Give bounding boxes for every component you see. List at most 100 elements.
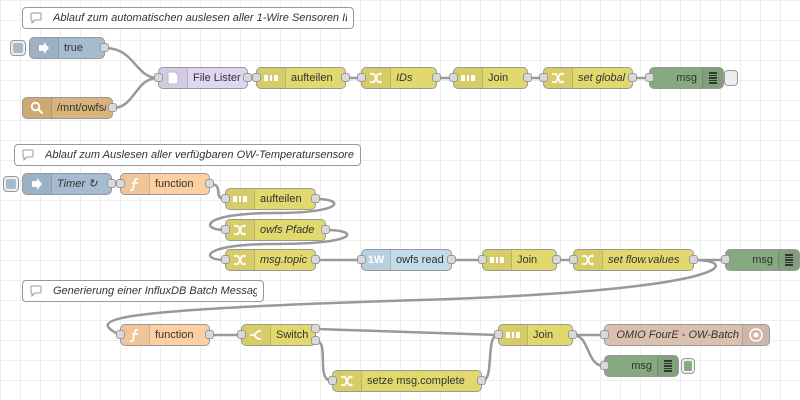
input-port[interactable] bbox=[449, 73, 458, 82]
change-node-owfs-pfade[interactable]: owfs Pfade bbox=[221, 219, 330, 241]
inject-node-timer[interactable]: Timer ↻ bbox=[22, 173, 116, 195]
input-port[interactable] bbox=[221, 225, 230, 234]
shuffle-icon bbox=[333, 371, 362, 391]
node-label: owfs read bbox=[396, 254, 444, 266]
file-icon bbox=[159, 68, 188, 88]
output-port[interactable] bbox=[107, 179, 116, 188]
input-port[interactable] bbox=[154, 73, 163, 82]
arrow-in-icon bbox=[23, 174, 52, 194]
comment-node[interactable]: Ablauf zum automatischen auslesen aller … bbox=[22, 7, 354, 29]
input-port[interactable] bbox=[116, 330, 125, 339]
function-node[interactable]: function bbox=[116, 324, 214, 346]
input-port[interactable] bbox=[645, 73, 654, 82]
node-label: Switch bbox=[276, 329, 309, 341]
node-label: Join bbox=[517, 254, 538, 266]
shuffle-icon bbox=[226, 220, 255, 240]
debug-toggle-button[interactable] bbox=[724, 70, 738, 86]
debug-node[interactable]: msg bbox=[721, 249, 800, 271]
output-port[interactable] bbox=[523, 73, 532, 82]
output-port[interactable] bbox=[341, 73, 350, 82]
output-port[interactable] bbox=[432, 73, 441, 82]
link-out-node[interactable]: OMIO FourE - OW-Batch bbox=[600, 324, 770, 346]
debug-toggle-button[interactable] bbox=[681, 358, 695, 374]
switch-icon bbox=[242, 325, 271, 345]
split-icon bbox=[257, 68, 286, 88]
inject-button[interactable] bbox=[10, 40, 26, 56]
join-node[interactable]: Join bbox=[449, 67, 532, 89]
search-node[interactable]: /mnt/owfs/ bbox=[22, 97, 117, 119]
input-port[interactable] bbox=[600, 361, 609, 370]
output-port[interactable] bbox=[311, 255, 320, 264]
change-node-setze-msg-complete[interactable]: setze msg.complete bbox=[328, 370, 486, 392]
change-node-set-flow-values[interactable]: set flow.values bbox=[569, 249, 698, 271]
input-port[interactable] bbox=[357, 255, 366, 264]
output-port[interactable] bbox=[477, 376, 486, 385]
list-icon bbox=[778, 250, 799, 270]
input-port[interactable] bbox=[252, 73, 261, 82]
comment-text: Ablauf zum Auslesen aller verfügbaren OW… bbox=[45, 149, 354, 161]
node-label: msg.topic bbox=[260, 254, 308, 266]
input-port[interactable] bbox=[237, 330, 246, 339]
node-label: aufteilen bbox=[291, 72, 333, 84]
function-icon bbox=[121, 325, 150, 345]
change-node-msg-topic[interactable]: msg.topic bbox=[221, 249, 320, 271]
split-node[interactable]: aufteilen bbox=[221, 188, 320, 210]
output-port-2[interactable] bbox=[311, 336, 320, 345]
node-label: Join bbox=[533, 329, 554, 341]
file-lister-node[interactable]: File Lister bbox=[154, 67, 252, 89]
inject-node-true[interactable]: true bbox=[29, 37, 109, 59]
change-node-ids[interactable]: IDs bbox=[357, 67, 441, 89]
switch-node[interactable]: Switch bbox=[237, 324, 320, 346]
output-port[interactable] bbox=[568, 330, 577, 339]
output-port[interactable] bbox=[205, 330, 214, 339]
comment-text: Ablauf zum automatischen auslesen aller … bbox=[53, 12, 347, 24]
inject-button[interactable] bbox=[3, 176, 19, 192]
output-port-1[interactable] bbox=[311, 324, 320, 333]
split-icon bbox=[226, 189, 255, 209]
input-port[interactable] bbox=[221, 194, 230, 203]
input-port[interactable] bbox=[569, 255, 578, 264]
output-port[interactable] bbox=[205, 179, 214, 188]
join-node[interactable]: Join bbox=[478, 249, 561, 271]
split-node[interactable]: aufteilen bbox=[252, 67, 350, 89]
node-label: Timer ↻ bbox=[57, 178, 98, 190]
join-icon bbox=[499, 325, 528, 345]
input-port[interactable] bbox=[357, 73, 366, 82]
output-port[interactable] bbox=[243, 73, 252, 82]
output-port[interactable] bbox=[689, 255, 698, 264]
node-label: msg bbox=[752, 254, 773, 266]
debug-node[interactable]: msg bbox=[645, 67, 724, 89]
function-icon bbox=[121, 174, 150, 194]
comment-node[interactable]: Generierung einer InfluxDB Batch Message bbox=[22, 280, 264, 302]
input-port[interactable] bbox=[221, 255, 230, 264]
output-port[interactable] bbox=[321, 225, 330, 234]
output-port[interactable] bbox=[552, 255, 561, 264]
input-port[interactable] bbox=[116, 179, 125, 188]
output-port[interactable] bbox=[628, 73, 637, 82]
shuffle-icon bbox=[544, 68, 573, 88]
input-port[interactable] bbox=[494, 330, 503, 339]
wire bbox=[572, 333, 605, 368]
input-port[interactable] bbox=[478, 255, 487, 264]
output-port[interactable] bbox=[447, 255, 456, 264]
input-port[interactable] bbox=[328, 376, 337, 385]
debug-node[interactable]: msg bbox=[600, 355, 679, 377]
input-port[interactable] bbox=[600, 330, 609, 339]
shuffle-icon bbox=[574, 250, 603, 270]
function-node[interactable]: function bbox=[116, 173, 214, 195]
node-label: IDs bbox=[396, 72, 413, 84]
output-port[interactable] bbox=[100, 43, 109, 52]
join-icon bbox=[483, 250, 512, 270]
input-port[interactable] bbox=[539, 73, 548, 82]
comment-node[interactable]: Ablauf zum Auslesen aller verfügbaren OW… bbox=[14, 144, 361, 166]
wire bbox=[315, 339, 333, 383]
change-node-set-global[interactable]: set global bbox=[539, 67, 637, 89]
node-label: set flow.values bbox=[608, 254, 680, 266]
node-label: aufteilen bbox=[260, 193, 302, 205]
output-port[interactable] bbox=[108, 103, 117, 112]
input-port[interactable] bbox=[721, 255, 730, 264]
join-node[interactable]: Join bbox=[494, 324, 577, 346]
onewire-node[interactable]: 1W owfs read bbox=[357, 249, 456, 271]
output-port[interactable] bbox=[311, 194, 320, 203]
